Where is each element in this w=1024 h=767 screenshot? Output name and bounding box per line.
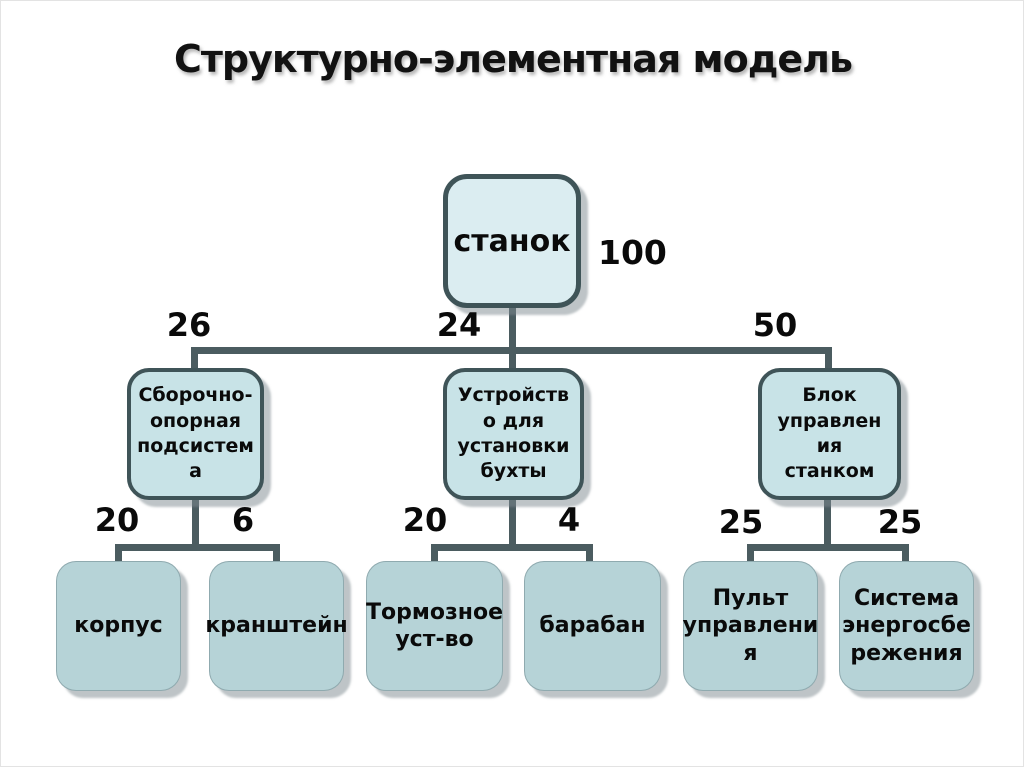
edge-weight-baraban: 4 [557,501,581,539]
leaf-node-label: Тормозное уст-во [366,599,503,653]
leaf-node-korpus: корпус [56,561,181,691]
connector-left-stub [191,347,198,370]
level2-node-label: Сборочно- опорная подсистем а [137,384,254,483]
connector-group3-child1-stub [747,544,754,563]
leaf-node-pult: Пульт управлени я [683,561,818,691]
connector-main-horizontal [191,347,832,354]
connector-group1-down [192,498,199,548]
leaf-node-label: барабан [539,613,646,639]
root-node: станок [443,174,581,308]
connector-group1-bar [115,544,280,551]
connector-group2-child1-stub [431,544,438,563]
root-weight-label: 100 [598,233,667,272]
connector-right-stub [825,347,832,370]
edge-weight-sistema: 25 [877,503,923,541]
level2-node-control-unit: Блок управлен ия станком [758,368,901,500]
leaf-node-label: кранштейн [205,613,348,639]
connector-group2-bar [431,544,593,551]
leaf-node-label: Пульт управлени я [682,585,819,666]
level2-node-coil-setup: Устройств о для установки бухты [443,368,584,500]
connector-group3-child2-stub [902,544,909,563]
edge-weight-group2: 24 [436,306,482,344]
leaf-node-tormoznoe: Тормозное уст-во [366,561,503,691]
connector-group2-child2-stub [586,544,593,563]
connector-root-down [509,306,516,370]
connector-group2-down [509,498,516,548]
edge-weight-group3: 50 [752,306,798,344]
diagram-title: Структурно-элементная модель [173,37,853,81]
leaf-node-kranshtein: кранштейн [205,561,348,691]
edge-weight-korpus: 20 [94,501,140,539]
leaf-node-baraban: барабан [524,561,661,691]
connector-group3-down [824,498,831,548]
edge-weight-kranshtein: 6 [231,501,255,539]
leaf-node-sistema: Система энергосбе режения [839,561,974,691]
level2-node-assembly-support: Сборочно- опорная подсистем а [127,368,264,500]
level2-node-label: Устройств о для установки бухты [457,384,570,483]
edge-weight-tormoznoe: 20 [402,501,448,539]
leaf-node-label: Система энергосбе режения [842,585,971,666]
connector-group1-child1-stub [115,544,122,563]
level2-node-label: Блок управлен ия станком [777,384,882,483]
connector-group3-bar [747,544,909,551]
connector-group1-child2-stub [273,544,280,563]
edge-weight-pult: 25 [718,503,764,541]
edge-weight-group1: 26 [166,306,212,344]
leaf-node-label: корпус [74,613,163,639]
root-node-label: станок [453,223,571,259]
